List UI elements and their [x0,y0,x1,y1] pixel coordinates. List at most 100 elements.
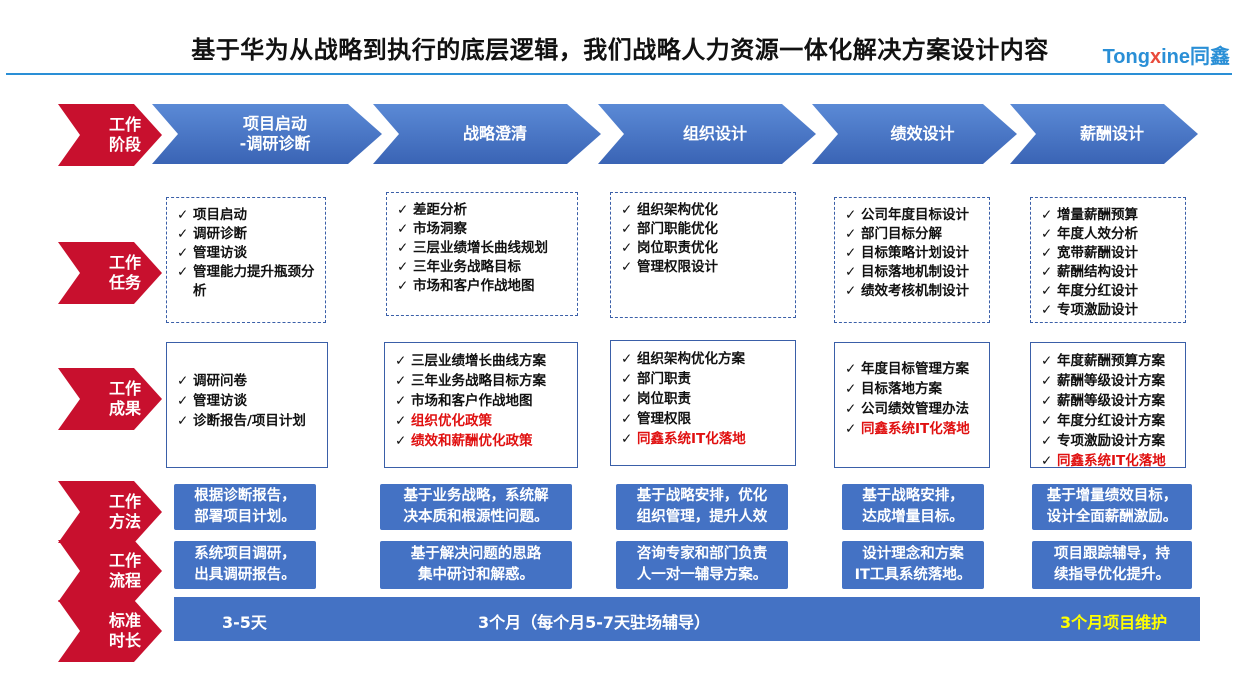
result-item: ✓目标落地方案 [845,379,983,399]
result-item: ✓组织优化政策 [395,411,571,431]
method-text: 基于战略安排，达成增量目标。 [862,486,964,528]
method-text: 基于业务战略，系统解决本质和根源性问题。 [404,486,549,528]
task-box-2: ✓差距分析✓市场洞察✓三层业绩增长曲线规划✓三年业务战略目标✓市场和客户作战地图 [386,192,578,316]
check-icon: ✓ [1041,302,1053,318]
result-item-text: 专项激励设计方案 [1057,433,1165,449]
result-item-text: 公司绩效管理办法 [861,401,969,417]
row-label-line2: 成果 [108,399,141,418]
method-box-3: 基于战略安排，优化组织管理，提升人效 [616,484,788,530]
stage-arrow-4: 绩效设计 [812,104,1017,164]
check-icon: ✓ [845,381,857,397]
check-icon: ✓ [177,264,189,280]
method-text: 基于增量绩效目标，设计全面薪酬激励。 [1047,486,1178,528]
method-line1: 根据诊断报告， [194,488,296,504]
method-line2: 组织管理，提升人效 [636,509,768,525]
check-icon: ✓ [845,401,857,417]
row-label-line2: 任务 [108,273,141,292]
check-icon: ✓ [397,221,409,237]
check-icon: ✓ [621,221,633,237]
check-icon: ✓ [1041,283,1053,299]
task-item-text: 差距分析 [413,202,467,218]
task-item: ✓组织架构优化 [621,201,789,220]
check-icon: ✓ [1041,245,1053,261]
check-icon: ✓ [621,259,633,275]
method-line1: 基于战略安排， [862,488,964,504]
check-icon: ✓ [395,373,407,389]
stage-label: 薪酬设计 [1080,124,1144,144]
task-item-text: 项目启动 [193,207,247,223]
result-item: ✓薪酬等级设计方案 [1041,371,1179,391]
result-item: ✓年度薪酬预算方案 [1041,351,1179,371]
result-item-text: 三年业务战略目标方案 [411,373,546,389]
task-item: ✓绩效考核机制设计 [845,282,983,301]
process-line2: 续指导优化提升。 [1054,567,1170,583]
stage-label-line1: 项目启动 [242,114,307,133]
task-item: ✓专项激励设计 [1041,301,1179,320]
result-item-text: 年度分红设计方案 [1057,413,1165,429]
method-line2: 决本质和根源性问题。 [403,509,549,525]
result-item-text: 市场和客户作战地图 [411,393,533,409]
result-item-text: 组织优化政策 [411,413,492,429]
check-icon: ✓ [397,240,409,256]
result-item-text: 同鑫系统IT化落地 [861,421,970,437]
method-line1: 基于战略安排，优化 [636,488,768,504]
check-icon: ✓ [845,226,857,242]
result-item-text: 同鑫系统IT化落地 [1057,453,1166,469]
task-item-text: 管理权限设计 [637,259,718,275]
duration-bar [174,597,1200,641]
result-box-1: ✓调研问卷✓管理访谈✓诊断报告/项目计划 [166,342,328,468]
task-item-text: 市场和客户作战地图 [413,278,535,294]
process-line2: 出具调研报告。 [194,567,296,583]
stage-arrow-2: 战略澄清 [373,104,601,164]
result-item-text: 同鑫系统IT化落地 [637,431,746,447]
process-line1: 设计理念和方案 [862,546,964,562]
result-item: ✓部门职责 [621,369,789,389]
check-icon: ✓ [1041,207,1053,223]
stage-label: 战略澄清 [463,124,527,144]
process-box-3: 咨询专家和部门负责人一对一辅导方案。 [616,541,788,589]
task-item-text: 公司年度目标设计 [861,207,969,223]
result-item: ✓绩效和薪酬优化政策 [395,431,571,451]
result-box-5: ✓年度薪酬预算方案✓薪酬等级设计方案✓薪酬等级设计方案✓年度分红设计方案✓专项激… [1030,342,1186,469]
task-item: ✓市场洞察 [397,220,571,239]
process-text: 项目跟踪辅导，持续指导优化提升。 [1054,544,1170,586]
check-icon: ✓ [621,411,633,427]
stage-arrow-1: 项目启动-调研诊断 [152,104,382,164]
row-label-6: 标准时长 [58,600,162,662]
task-item-text: 专项激励设计 [1057,302,1138,318]
process-line1: 基于解决问题的思路 [410,546,542,562]
result-item-text: 三层业绩增长曲线方案 [411,353,546,369]
result-box-4: ✓年度目标管理方案✓目标落地方案✓公司绩效管理办法✓同鑫系统IT化落地 [834,342,990,468]
check-icon: ✓ [845,421,857,437]
check-icon: ✓ [177,245,189,261]
result-item-text: 目标落地方案 [861,381,942,397]
check-icon: ✓ [845,283,857,299]
check-icon: ✓ [395,353,407,369]
check-icon: ✓ [177,207,189,223]
result-item: ✓年度分红设计方案 [1041,411,1179,431]
check-icon: ✓ [395,413,407,429]
stage-arrow-5: 薪酬设计 [1010,104,1198,164]
check-icon: ✓ [1041,373,1053,389]
result-item-text: 组织架构优化方案 [637,351,745,367]
task-item: ✓公司年度目标设计 [845,206,983,225]
method-box-2: 基于业务战略，系统解决本质和根源性问题。 [380,484,572,530]
check-icon: ✓ [621,240,633,256]
method-line1: 基于业务战略，系统解 [403,488,549,504]
method-line2: 部署项目计划。 [194,509,296,525]
method-line2: 设计全面薪酬激励。 [1046,509,1178,525]
check-icon: ✓ [395,433,407,449]
task-item-text: 调研诊断 [193,226,247,242]
check-icon: ✓ [845,207,857,223]
task-item-text: 薪酬结构设计 [1057,264,1138,280]
result-item: ✓管理权限 [621,409,789,429]
process-box-5: 项目跟踪辅导，持续指导优化提升。 [1032,541,1192,589]
process-line2: 人一对一辅导方案。 [636,567,768,583]
task-item-text: 管理能力提升瓶颈分析 [193,264,315,299]
check-icon: ✓ [1041,453,1053,469]
task-item: ✓管理能力提升瓶颈分析 [177,263,319,301]
method-text: 根据诊断报告， 部署项目计划。 [194,486,296,528]
check-icon: ✓ [845,245,857,261]
task-item: ✓年度分红设计 [1041,282,1179,301]
